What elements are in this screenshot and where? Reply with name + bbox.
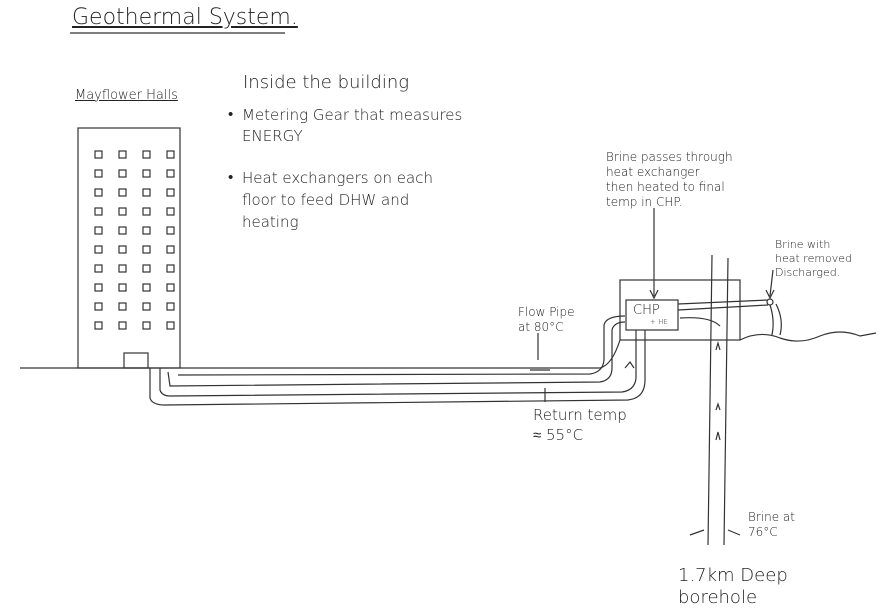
building-window — [166, 188, 175, 197]
brine-temp-label: Brine at 76°C — [748, 510, 795, 539]
building-window — [94, 283, 103, 292]
building-window — [142, 245, 151, 254]
bullet-heat-exchangers: Heat exchangers on each floor to feed DH… — [242, 169, 433, 231]
building-name: Mayflower Halls — [75, 88, 178, 103]
borehole-up-arrow — [715, 431, 721, 441]
bullet-bullet-marker: • — [228, 168, 234, 186]
borehole-label: 1.7km Deep borehole — [678, 565, 788, 608]
discharge-pointer — [769, 269, 774, 297]
building-window — [94, 226, 103, 235]
building-window — [94, 302, 103, 311]
building-window — [142, 264, 151, 273]
building-window — [142, 188, 151, 197]
building-window — [118, 245, 127, 254]
building-window — [118, 264, 127, 273]
bullet-metering: Metering Gear that measures ENERGY — [242, 106, 463, 145]
chp-label: CHP — [633, 303, 660, 318]
building-window — [166, 150, 175, 159]
building-window — [118, 321, 127, 330]
building-window — [166, 264, 175, 273]
building-window — [118, 150, 127, 159]
chp-box — [625, 299, 679, 331]
plant-enclosure — [619, 279, 741, 341]
building-window — [94, 188, 103, 197]
building-entrance — [123, 352, 149, 369]
building-window — [94, 321, 103, 330]
building-window — [94, 169, 103, 178]
return-arrow — [624, 360, 635, 369]
building-window — [142, 302, 151, 311]
discharge-outlet — [766, 298, 774, 306]
building-window — [118, 226, 127, 235]
building-window — [118, 188, 127, 197]
building-window — [118, 302, 127, 311]
borehole-left — [707, 254, 713, 546]
return-pipe-inner — [159, 330, 637, 397]
building-window — [142, 207, 151, 216]
building-window — [118, 207, 127, 216]
building-window — [94, 207, 103, 216]
building-window — [166, 321, 175, 330]
building-window — [94, 150, 103, 159]
building-window — [142, 169, 151, 178]
return-temp-label: Return temp ≈ 55°C — [533, 406, 627, 445]
ground-line — [20, 339, 621, 369]
building-window — [166, 302, 175, 311]
flow-pipe-label: Flow Pipe at 80°C — [518, 305, 575, 334]
bullet-bullet-marker: • — [228, 105, 234, 123]
diagram-title: Geothermal System. — [72, 5, 298, 30]
building-window — [142, 150, 151, 159]
chp-note: Brine passes through heat exchanger then… — [606, 150, 733, 209]
discharge-pipe — [677, 299, 769, 305]
building-window — [94, 264, 103, 273]
building-window — [94, 245, 103, 254]
flow-pipe-outer — [167, 321, 626, 387]
building-window — [166, 245, 175, 254]
borehole-arrows — [689, 529, 741, 536]
building-window — [142, 321, 151, 330]
building-window — [142, 226, 151, 235]
building-window — [166, 169, 175, 178]
building-window — [166, 283, 175, 292]
chp-sublabel: + HE — [650, 318, 668, 326]
return-pipe-outer — [149, 330, 646, 406]
building-windows — [94, 150, 175, 330]
building-window — [166, 207, 175, 216]
building — [77, 127, 181, 369]
discharge-flow — [769, 303, 782, 336]
building-window — [118, 169, 127, 178]
borehole-up-arrow — [715, 340, 721, 351]
flow-pipe-inner — [177, 315, 626, 376]
building-window — [142, 283, 151, 292]
building-window — [166, 226, 175, 235]
borehole-right — [723, 257, 729, 546]
ground-line-right — [739, 331, 877, 342]
building-heading: Inside the building — [243, 72, 410, 93]
building-window — [118, 283, 127, 292]
discharge-note: Brine with heat removed Discharged. — [775, 238, 853, 279]
